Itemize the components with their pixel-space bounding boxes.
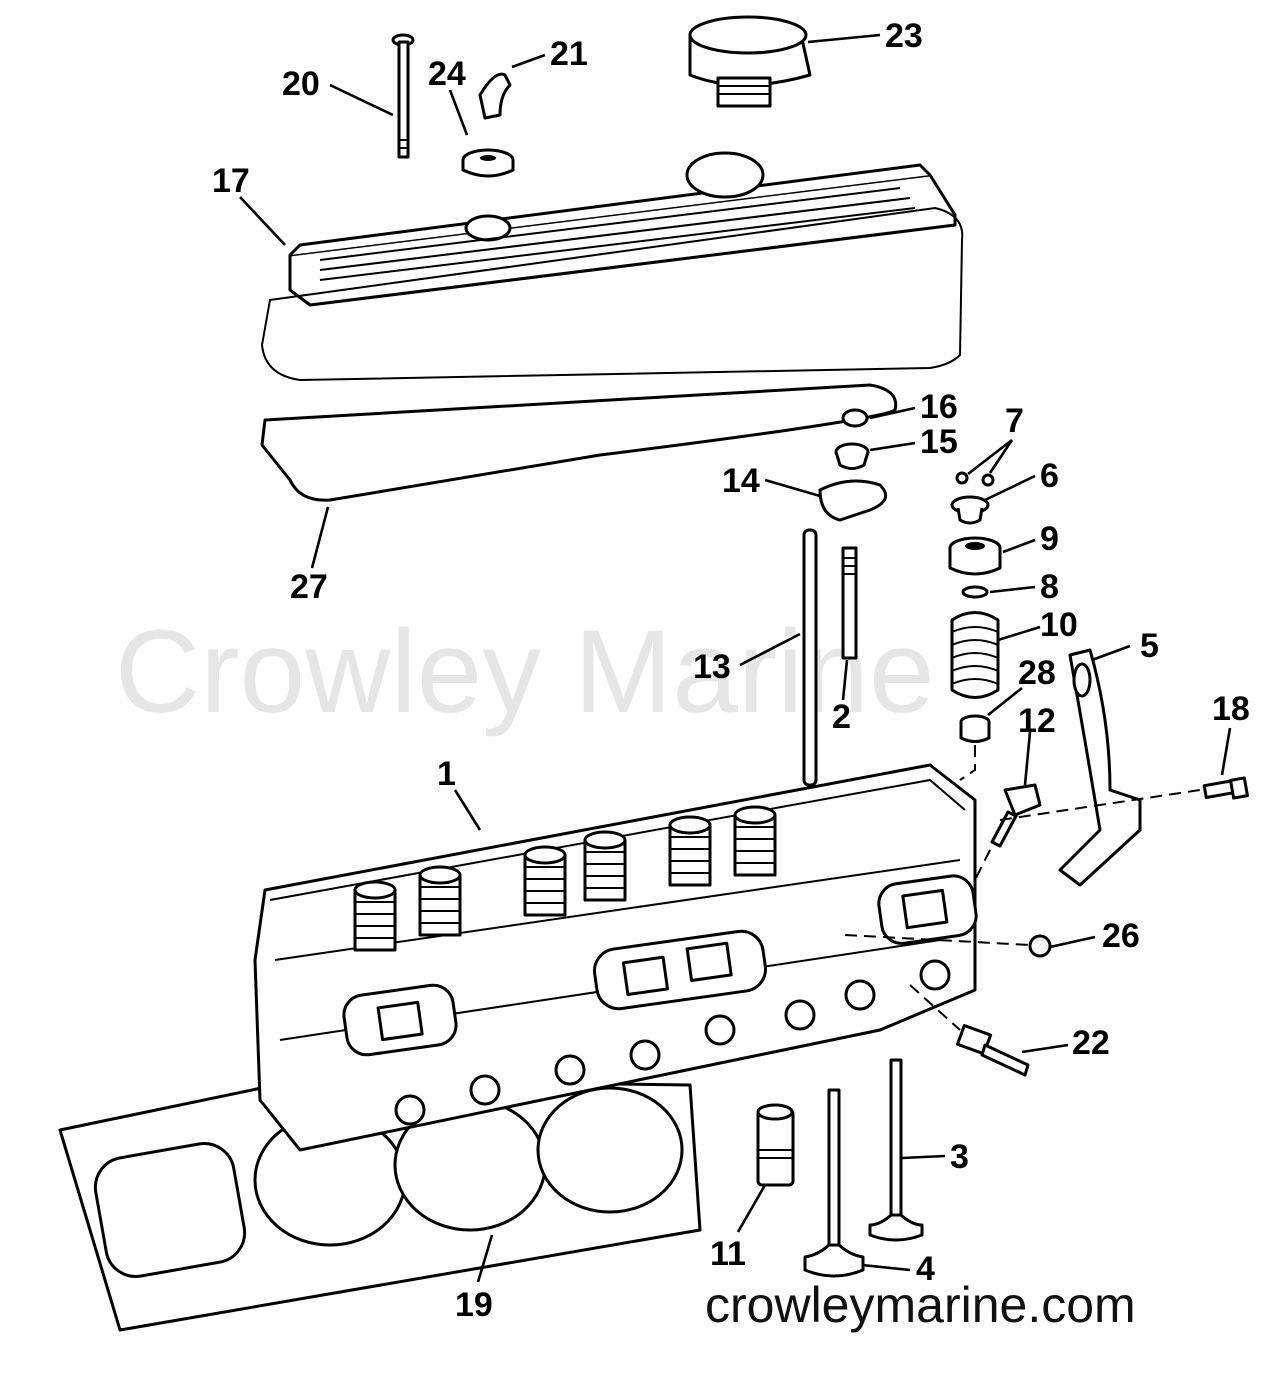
spring-retainer — [950, 495, 990, 525]
callout-1: 1 — [437, 755, 456, 793]
callout-11: 11 — [710, 1235, 746, 1273]
callout-2: 2 — [832, 698, 851, 736]
cylinder-head — [253, 763, 978, 1152]
callout-18: 18 — [1212, 690, 1250, 728]
callout-15: 15 — [920, 423, 958, 461]
callout-12: 12 — [1018, 702, 1056, 740]
callout-24: 24 — [428, 55, 466, 93]
callout-6: 6 — [1040, 457, 1059, 495]
bracket-bolt — [990, 783, 1042, 848]
callout-3: 3 — [950, 1138, 969, 1176]
callout-26: 26 — [1102, 917, 1140, 955]
rocker-arm — [818, 479, 888, 522]
head-bolt-bosses — [394, 959, 951, 1126]
website-text: crowleymarine.com — [705, 1277, 1136, 1333]
callout-13: 13 — [693, 648, 731, 686]
watermark-text: Crowley Marine — [115, 606, 935, 738]
head-gasket — [58, 1078, 702, 1332]
oil-shield — [948, 536, 1002, 576]
callout-17: 17 — [212, 162, 250, 200]
callout-7: 7 — [1005, 402, 1024, 440]
pipe-plug — [1028, 934, 1052, 958]
callout-labels: 20 24 21 23 17 27 16 15 14 7 6 9 8 10 28… — [212, 17, 1250, 1324]
valve-stem-seal — [959, 714, 991, 743]
o-ring-seal — [961, 585, 989, 599]
lift-bracket — [1058, 648, 1142, 887]
callout-19: 20 — [282, 65, 320, 103]
callout-21: 19 — [455, 1286, 493, 1324]
rocker-cover-gasket — [260, 383, 898, 502]
callout-16: 16 — [920, 388, 958, 426]
temperature-sender — [955, 1023, 1030, 1077]
intake-valve — [868, 1058, 924, 1242]
oil-filler-cap — [688, 15, 812, 108]
valve-spring — [950, 611, 1000, 699]
callout-5: 5 — [1140, 627, 1159, 665]
callout-23: 23 — [885, 17, 923, 55]
long-bolt — [391, 33, 415, 159]
rocker-nut — [841, 408, 869, 428]
cover-fins — [319, 187, 916, 281]
callout-20: 21 — [550, 35, 588, 73]
callout-14: 14 — [722, 462, 760, 500]
rocker-stud — [841, 546, 858, 660]
grommet — [461, 148, 515, 178]
valve-keepers — [955, 471, 995, 487]
callout-22: 22 — [1072, 1024, 1110, 1062]
leader-lines — [239, 33, 1232, 1283]
callout-27: 27 — [290, 568, 328, 606]
callout-10: 10 — [1040, 606, 1078, 644]
bracket-slot — [1072, 662, 1092, 698]
rocker-ball — [834, 442, 870, 470]
pcv-elbow — [478, 72, 512, 120]
intake-ports — [342, 874, 978, 1057]
rocker-cover-gasket-outer — [260, 206, 964, 382]
hydraulic-lifter — [756, 1103, 795, 1187]
callout-9: 9 — [1040, 520, 1059, 558]
rocker-cover — [288, 151, 957, 307]
installed-valve-springs — [353, 805, 777, 952]
callout-8: 8 — [1040, 568, 1059, 606]
callout-28: 28 — [1018, 654, 1056, 692]
callout-4: 4 — [916, 1250, 935, 1288]
exhaust-valve — [803, 1088, 865, 1278]
small-bolt — [1202, 776, 1249, 800]
pushrod — [802, 528, 818, 787]
